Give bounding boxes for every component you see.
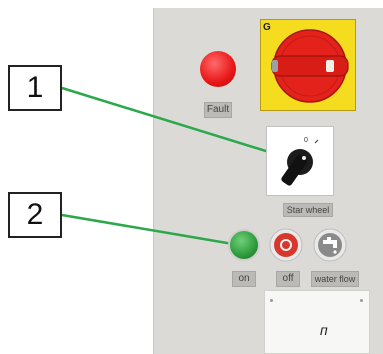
callout-2: 2	[8, 192, 62, 238]
screw-icon	[270, 299, 273, 302]
callout-1: 1	[8, 65, 62, 111]
fault-label: Fault	[204, 102, 232, 118]
on-button-icon[interactable]	[228, 229, 260, 261]
bottom-label: п	[320, 322, 328, 338]
on-label: on	[232, 271, 256, 287]
water-flow-label: water flow	[311, 271, 359, 287]
off-button-icon[interactable]	[269, 228, 303, 262]
bottom-enclosure	[264, 290, 370, 354]
isolator-letter: G	[263, 22, 271, 33]
fault-lamp-icon	[200, 51, 236, 87]
off-label: off	[276, 271, 300, 287]
screw-icon	[360, 299, 363, 302]
svg-text:0: 0	[304, 137, 308, 144]
water-flow-tap-icon[interactable]	[313, 228, 347, 262]
main-isolator-switch-icon[interactable]	[260, 19, 356, 111]
star-wheel-label: Star wheel	[283, 203, 333, 217]
star-wheel-selector-icon[interactable]: 0	[266, 126, 334, 196]
